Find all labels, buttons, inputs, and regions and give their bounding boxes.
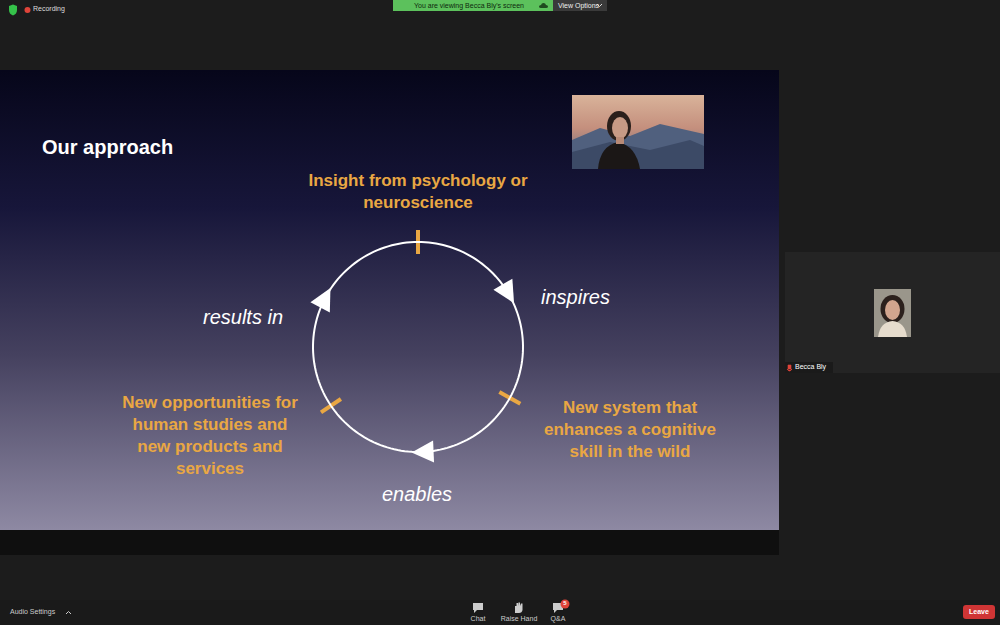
viewing-banner: You are viewing Becca Bly's screen [400, 2, 538, 10]
cycle-arc [310, 242, 418, 406]
toolbar-label: Chat [463, 615, 493, 623]
stage-text: New system that enhances a cognitive ski… [530, 397, 730, 463]
view-options-button [553, 0, 607, 11]
cycle-arc [331, 398, 510, 463]
slide-ground [0, 70, 779, 530]
leave-button [963, 605, 995, 619]
stage-text: Insight from psychology or neuroscience [288, 170, 548, 214]
arc-label: enables [382, 482, 452, 506]
cycle-arc [418, 242, 523, 398]
security-shield [9, 5, 17, 16]
badge-count: 5 [561, 600, 569, 607]
leave-label: Leave [963, 608, 995, 616]
arc-line [313, 242, 418, 406]
participant-name: Becca Bly [795, 363, 826, 371]
stage-text: New opportunities for human studies and … [118, 392, 302, 480]
toolbar-label: Q&A [543, 615, 573, 623]
toolbar [0, 600, 1000, 625]
view-options: View Options [558, 2, 599, 10]
arc-label: inspires [541, 285, 610, 309]
arrowhead [310, 288, 330, 313]
recording-dot [25, 7, 31, 13]
arrowhead [412, 440, 434, 462]
raise-hand-icon [515, 603, 523, 614]
cycle-stage: New opportunities for human studies and … [118, 392, 302, 480]
name-plate [785, 362, 833, 373]
toolbar-label: Raise Hand [499, 615, 539, 623]
badge-dot [561, 600, 570, 609]
cycle-stage: New system that enhances a cognitive ski… [530, 397, 730, 463]
cloud-icon [539, 3, 548, 8]
chat-icon [473, 603, 483, 613]
audio-settings: Audio Settings [10, 608, 55, 616]
presenter-video [572, 95, 704, 169]
arrowhead [493, 279, 514, 304]
participant-avatar [874, 289, 911, 337]
slide-title: Our approach [42, 135, 173, 159]
viewing-bar [393, 0, 553, 11]
recording-status: Recording [33, 5, 65, 13]
muted-mic-icon [787, 365, 792, 371]
slide-bottom-band [0, 530, 779, 555]
participant-tile [785, 252, 1000, 373]
arc-line [418, 242, 523, 398]
arc-line [331, 398, 510, 452]
caret-icon [66, 612, 71, 615]
cycle-stage: Insight from psychology or neuroscience [288, 170, 548, 214]
arc-label: results in [203, 305, 283, 329]
